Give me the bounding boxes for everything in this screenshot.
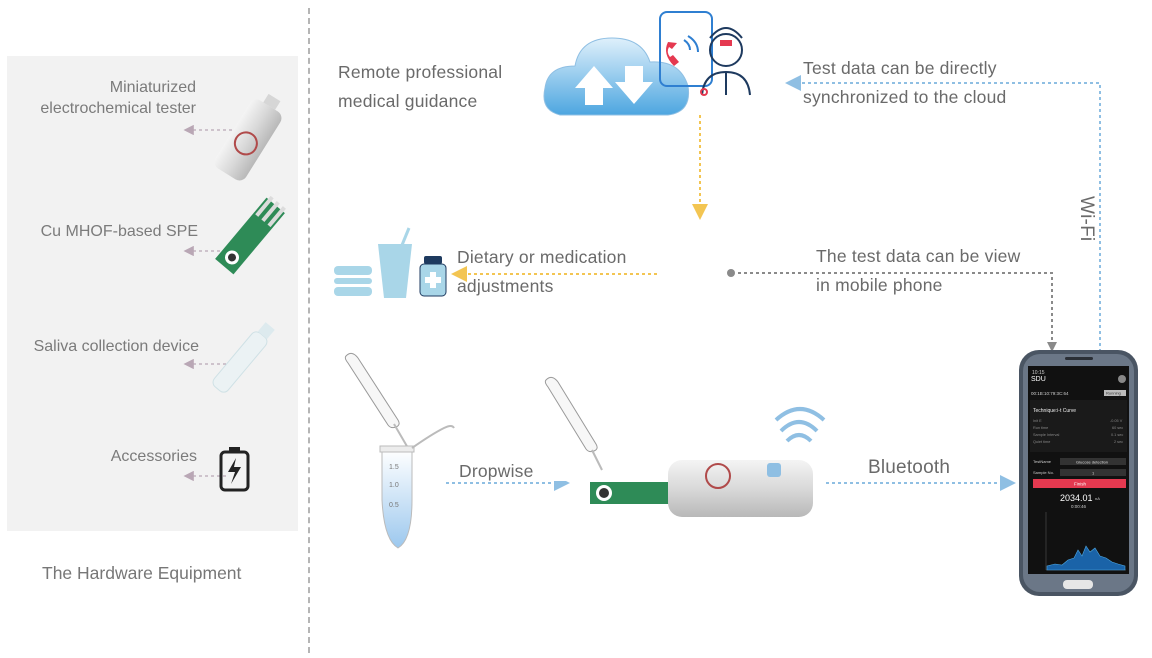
tube-mark-2: 1.0 <box>389 482 399 489</box>
phone-time: 10:15 <box>1032 370 1045 376</box>
phone-finish-button[interactable] <box>1033 479 1126 488</box>
phone-avatar <box>1118 375 1126 383</box>
centrifuge-tube-icon: 1.5 1.0 0.5 <box>379 425 455 549</box>
tester-device-icon <box>214 93 282 181</box>
phone-param-name: Sample Interval <box>1033 433 1060 437</box>
battery-icon <box>219 447 250 492</box>
accessories-label: Accessories <box>110 448 197 465</box>
section-divider <box>308 8 310 653</box>
medicine-bottle-icon <box>419 256 447 297</box>
tube-mark-3: 0.5 <box>389 502 399 509</box>
phone-param-name: Quiet time <box>1033 440 1050 444</box>
phone-testname-value: Glucose detection <box>1076 460 1108 465</box>
saliva-device-label: Saliva collection device <box>33 338 199 355</box>
phone-device-id: 00:1B:10:79:3C:64 <box>1031 391 1069 396</box>
phone-reading: 2034.01 <box>1060 493 1093 503</box>
phone-section-title: Technique:i-t Curve <box>1033 408 1076 414</box>
phone-sampleno-value: 1 <box>1092 471 1095 476</box>
dropwise-label: Dropwise <box>459 461 534 481</box>
spe-strip-icon <box>215 195 286 275</box>
phone-finish-label: Finish <box>1074 482 1087 487</box>
phone-view-arrowhead <box>1047 342 1057 352</box>
wireless-signal-icon <box>774 407 826 443</box>
electrochemical-tester-icon <box>668 460 813 517</box>
drink-icon <box>378 227 412 298</box>
phone-param-value: -0.05 V <box>1110 419 1123 423</box>
tube-mark-1: 1.5 <box>389 464 399 471</box>
spe-electrode-icon <box>590 482 680 504</box>
phone-param-value: 0.1 sec <box>1111 433 1123 437</box>
doctor-icon <box>659 11 751 96</box>
phone-live-graph <box>1045 512 1126 571</box>
tester-label: Miniaturized electrochemical tester <box>40 79 196 117</box>
phone-status-label: Running <box>1106 391 1121 396</box>
phone-view-dot <box>727 269 735 277</box>
pipette-icon-1 <box>338 350 412 460</box>
hardware-title: The Hardware Equipment <box>42 563 242 583</box>
phone-app-title: SDU <box>1031 376 1046 383</box>
phone-view-arrow <box>735 272 1053 352</box>
saliva-device-icon <box>212 322 275 393</box>
spe-label: Cu MHOF-based SPE <box>40 223 198 240</box>
phone-param-name: Run time <box>1033 426 1048 430</box>
panel-pointer-arrows <box>183 124 232 482</box>
bluetooth-label: Bluetooth <box>868 457 951 478</box>
phone-reading-unit: nA <box>1095 496 1100 501</box>
phone-param-value: 60 sec <box>1112 426 1123 430</box>
phone-sampleno-label: Sample No. <box>1033 470 1054 475</box>
phone-param-value: 2 sec <box>1114 440 1123 444</box>
wifi-path <box>785 75 1101 352</box>
pipette-icon-2 <box>538 375 612 481</box>
phone-timer: 0:00:46 <box>1071 504 1087 509</box>
smartphone: 10:15 SDU 00:1B:10:79:3C:64 Running Tech… <box>1019 350 1138 596</box>
phone-param-name: Init E <box>1033 419 1042 423</box>
phone-testname-label: TestName <box>1033 459 1052 464</box>
phone-status-button <box>1104 390 1126 396</box>
burger-icon <box>334 266 372 296</box>
